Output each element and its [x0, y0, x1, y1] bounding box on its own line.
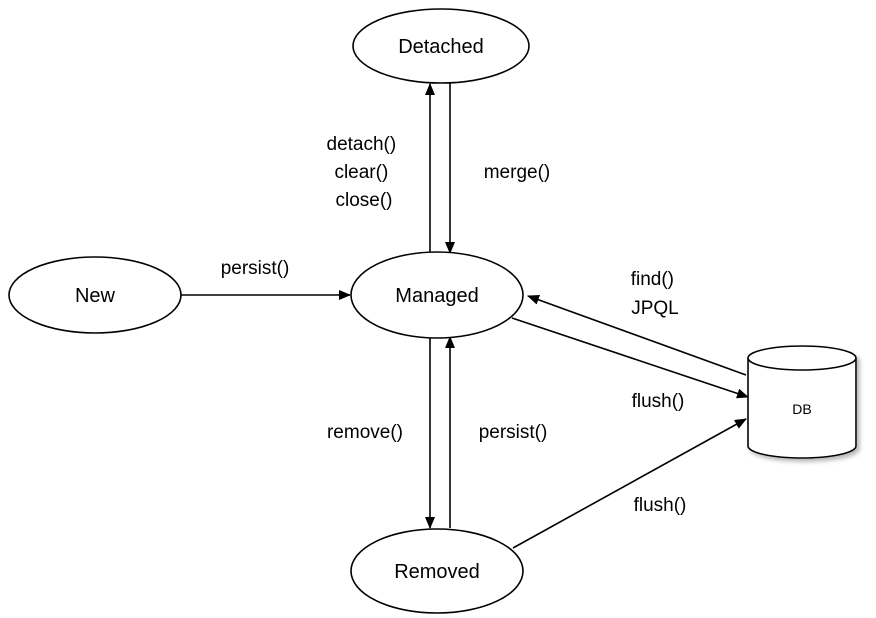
label-flush-removed: flush() — [634, 495, 687, 516]
node-detached: Detached — [352, 8, 530, 84]
node-managed: Managed — [350, 251, 524, 339]
node-new: New — [8, 256, 182, 334]
node-removed: Removed — [350, 528, 524, 614]
edge-managed-to-db — [511, 317, 749, 399]
label-remove: remove() — [327, 422, 403, 443]
label-managed-to-detached: detach() clear() close() — [327, 134, 402, 211]
label-persist-new: persist() — [221, 258, 290, 279]
node-db-label: DB — [792, 401, 811, 417]
node-new-label: New — [75, 285, 116, 307]
label-persist-removed: persist() — [479, 422, 548, 443]
label-flush-managed: flush() — [632, 391, 685, 412]
node-removed-label: Removed — [394, 561, 480, 583]
label-db-to-managed: find() JPQL — [631, 269, 680, 319]
label-close: close() — [335, 190, 392, 211]
node-managed-label: Managed — [395, 285, 478, 307]
label-find: find() — [631, 269, 674, 290]
edge-db-to-managed — [527, 295, 747, 376]
node-db-cylinder: DB — [747, 345, 857, 459]
node-detached-label: Detached — [398, 36, 484, 58]
label-merge: merge() — [484, 162, 551, 183]
label-detach: detach() — [327, 134, 397, 155]
label-clear: clear() — [334, 162, 388, 183]
label-jpql: JPQL — [631, 298, 679, 319]
edge-removed-to-db — [512, 418, 747, 549]
